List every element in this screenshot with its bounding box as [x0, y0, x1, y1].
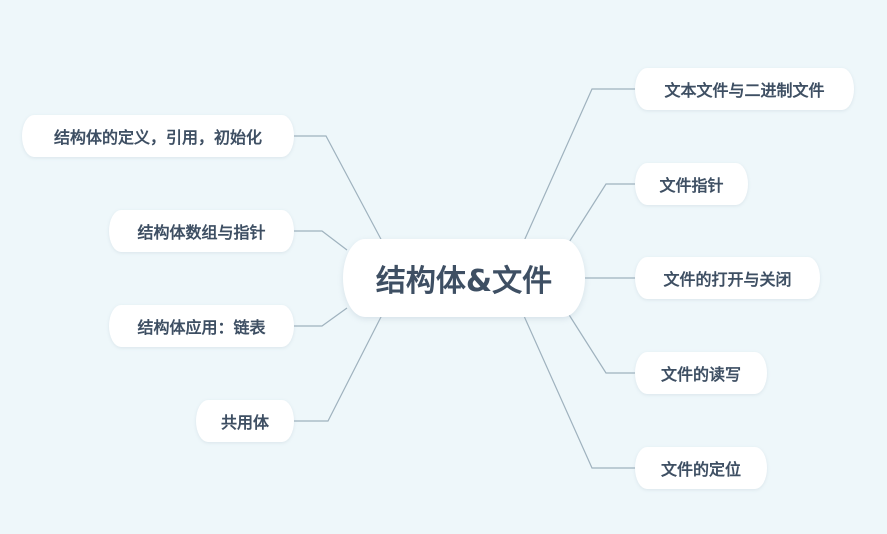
topic-file-read-write[interactable]: 文件的读写 [635, 352, 767, 394]
topic-file-open-close[interactable]: 文件的打开与关闭 [635, 257, 820, 299]
topic-label: 结构体应用：链表 [137, 318, 266, 337]
connector-left-4 [293, 312, 384, 422]
topic-struct-array-pointer[interactable]: 结构体数组与指针 [109, 210, 294, 252]
central-topic-label: 结构体&文件 [375, 264, 553, 299]
connector-right-5 [523, 315, 636, 469]
topic-struct-linked-list[interactable]: 结构体应用：链表 [109, 305, 294, 347]
connector-right-2 [565, 183, 636, 248]
connector-left-1 [293, 135, 384, 244]
connector-right-1 [523, 88, 636, 242]
topic-label: 文件的打开与关闭 [663, 270, 792, 289]
topic-file-positioning[interactable]: 文件的定位 [635, 447, 767, 489]
connector-left-2 [293, 230, 348, 251]
topic-file-pointer[interactable]: 文件指针 [635, 163, 748, 205]
topic-label: 结构体的定义，引用，初始化 [53, 128, 262, 147]
topic-union[interactable]: 共用体 [196, 400, 294, 442]
topic-text-binary-files[interactable]: 文本文件与二进制文件 [635, 68, 854, 110]
central-topic[interactable]: 结构体&文件 [343, 239, 585, 317]
topic-label: 共用体 [220, 413, 269, 432]
topic-label: 文本文件与二进制文件 [664, 81, 825, 100]
topic-label: 结构体数组与指针 [137, 223, 266, 242]
topic-label: 文件的读写 [660, 365, 741, 384]
connector-left-3 [293, 307, 348, 327]
topic-label: 文件指针 [659, 176, 724, 195]
connector-right-4 [565, 309, 636, 374]
topic-label: 文件的定位 [660, 460, 741, 479]
topic-struct-definition[interactable]: 结构体的定义，引用，初始化 [22, 115, 294, 157]
